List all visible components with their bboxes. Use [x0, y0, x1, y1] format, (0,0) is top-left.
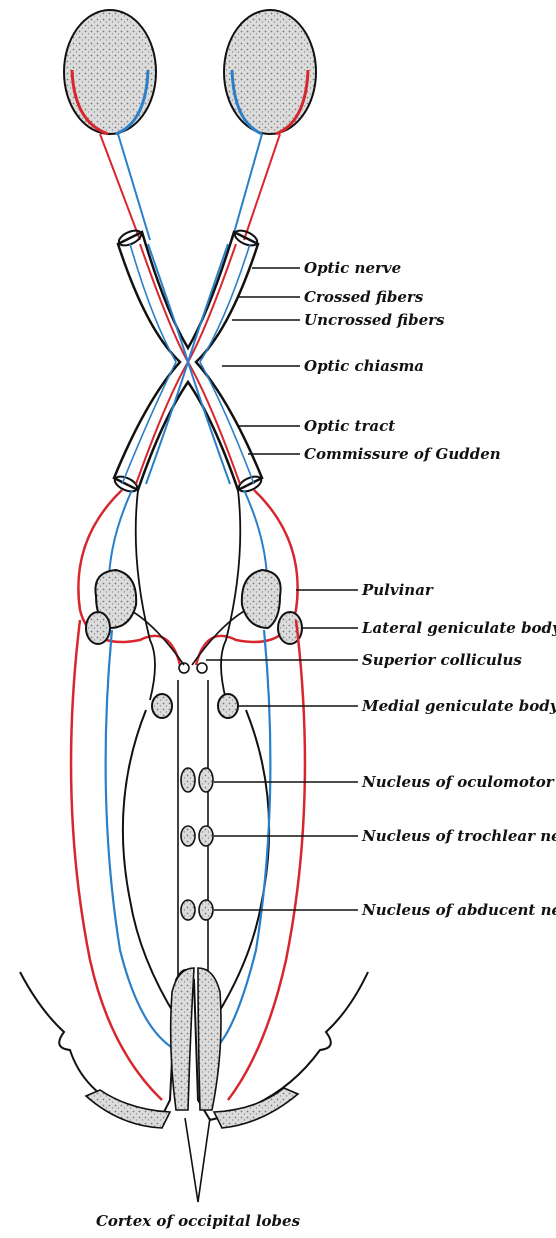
nucleus-trochlear [181, 826, 213, 846]
label-optic-tract: Optic tract [304, 417, 395, 435]
occipital-cortex [20, 968, 368, 1202]
medial-geniculate-left [152, 694, 172, 718]
optic-chiasma [113, 227, 264, 494]
label-nucleus-abducent: Nucleus of abducent nerve [361, 901, 556, 919]
label-cortex-occipital: Cortex of occipital lobes [96, 1212, 301, 1230]
label-commissure-gudden: Commissure of Gudden [304, 445, 501, 463]
label-nucleus-oculomotor: Nucleus of oculomotor nerve [361, 773, 556, 791]
label-uncrossed-fibers: Uncrossed fibers [304, 311, 445, 329]
label-crossed-fibers: Crossed fibers [304, 288, 424, 306]
label-pulvinar: Pulvinar [361, 581, 434, 599]
label-optic-nerve: Optic nerve [304, 259, 401, 277]
left-eyeball [64, 10, 156, 134]
right-eyeball [224, 10, 316, 134]
pulvinar-right [242, 570, 281, 628]
label-nucleus-trochlear: Nucleus of trochlear nerve [361, 827, 556, 845]
lateral-geniculate-left [86, 612, 110, 644]
label-lateral-geniculate: Lateral geniculate body [361, 619, 556, 637]
label-superior-colliculus: Superior colliculus [362, 651, 522, 669]
medial-geniculate-right [218, 694, 238, 718]
label-medial-geniculate: Medial geniculate body [361, 697, 556, 715]
optic-nerves [100, 134, 280, 240]
nucleus-oculomotor [181, 768, 213, 792]
nucleus-abducent [181, 900, 213, 920]
brainstem [123, 680, 269, 1020]
label-optic-chiasma: Optic chiasma [304, 357, 424, 375]
